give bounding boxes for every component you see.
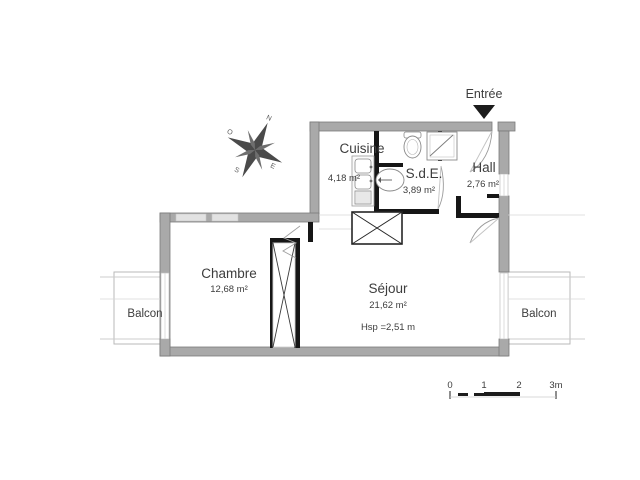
- room-area-chambre: 12,68 m²: [210, 284, 248, 295]
- bathtub-icon: [351, 211, 403, 245]
- room-area-hall: 2,76 m²: [467, 179, 499, 190]
- balcony-right-group: [507, 271, 585, 345]
- kitchen-fixtures: [351, 155, 375, 207]
- room-name-sde: S.d.E.: [406, 166, 443, 181]
- door-swings: [282, 130, 500, 259]
- toilet-icon: [403, 131, 422, 159]
- compass-west-label: O: [226, 128, 234, 137]
- scale-tick-1: 1: [481, 380, 486, 391]
- room-area-sde: 3,89 m²: [403, 185, 435, 196]
- interior-fill: [160, 122, 515, 356]
- room-labels: Cuisine 4,18 m² S.d.E. 3,89 m² Hall 2,76…: [127, 141, 556, 333]
- windows: [160, 173, 509, 340]
- room-name-cuisine: Cuisine: [339, 141, 384, 156]
- bathroom-fixtures: [351, 131, 458, 245]
- room-name-hall: Hall: [472, 160, 495, 175]
- scale-tick-3: 3m: [549, 380, 562, 391]
- entrance-label: Entrée: [466, 87, 503, 101]
- room-area-cuisine: 4,18 m²: [328, 173, 360, 184]
- ceiling-height-note: Hsp =2,51 m: [361, 322, 415, 333]
- room-name-chambre: Chambre: [201, 266, 257, 281]
- room-area-sejour: 21,62 m²: [369, 300, 407, 311]
- scale-tick-2: 2: [516, 380, 521, 391]
- compass-north-label: N: [265, 114, 273, 122]
- shower-icon: [426, 131, 458, 161]
- compass-east-label: E: [269, 162, 276, 170]
- compass-south-label: S: [233, 166, 240, 174]
- compass-rose: [227, 122, 283, 178]
- entrance-marker: Entrée: [466, 87, 503, 119]
- entrance-arrow-icon: [473, 105, 495, 119]
- balcony-label-left: Balcon: [127, 308, 162, 320]
- balcony-label-right: Balcon: [521, 308, 556, 320]
- compass-letters: N O S E: [226, 114, 277, 175]
- scale-tick-0: 0: [447, 380, 452, 391]
- sliding-door-chambre: [272, 242, 296, 348]
- scale-bar: 0 1 2 3m: [447, 380, 563, 399]
- room-name-sejour: Séjour: [368, 281, 408, 296]
